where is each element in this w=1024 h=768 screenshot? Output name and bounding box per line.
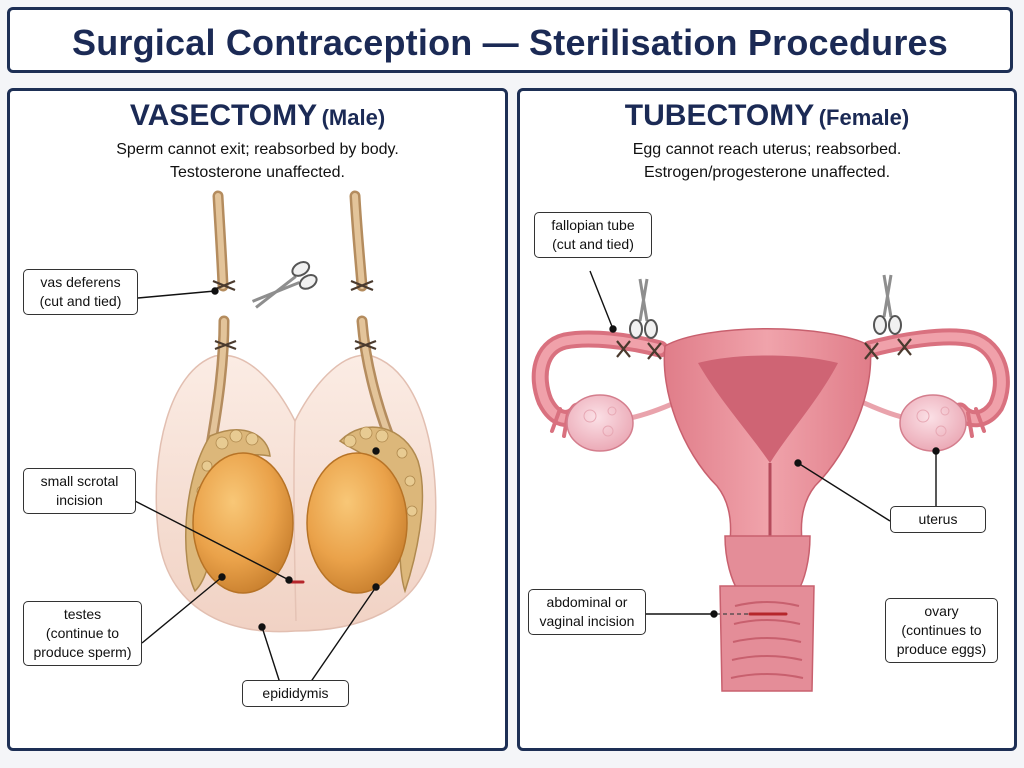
tubectomy-illustration — [531, 270, 1010, 692]
cervix — [724, 535, 811, 592]
vasectomy-desc-line2: Testosterone unaffected. — [170, 164, 345, 181]
label-vas-deferens: vas deferens (cut and tied) — [23, 269, 138, 315]
ovary-right — [899, 394, 967, 452]
vasectomy-heading: VASECTOMY (Male) — [10, 99, 505, 133]
tubectomy-panel: TUBECTOMY (Female) Egg cannot reach uter… — [517, 88, 1017, 751]
tubectomy-heading: TUBECTOMY (Female) — [520, 99, 1014, 133]
title-box: Surgical Contraception — Sterilisation P… — [7, 7, 1013, 73]
suture-tie-icon — [616, 338, 912, 360]
label-fallopian-tube: fallopian tube (cut and tied) — [534, 212, 652, 258]
testis-right — [306, 452, 408, 594]
scissors-icon — [251, 261, 318, 309]
vasectomy-illustration — [134, 190, 437, 684]
testis-left — [192, 452, 294, 594]
vasectomy-subtitle: (Male) — [321, 105, 386, 130]
label-uterus: uterus — [890, 506, 986, 533]
tubectomy-title: TUBECTOMY — [624, 99, 815, 132]
tubectomy-desc-line1: Egg cannot reach uterus; reabsorbed. — [632, 141, 902, 158]
vasectomy-title: VASECTOMY — [129, 99, 318, 132]
ovary-left — [566, 394, 634, 452]
label-testes: testes (continue to produce sperm) — [23, 601, 142, 666]
label-scrotal-incision: small scrotal incision — [23, 468, 136, 514]
label-ovary: ovary (continues to produce eggs) — [885, 598, 998, 663]
page-title: Surgical Contraception — Sterilisation P… — [72, 22, 948, 63]
tubectomy-desc-line2: Estrogen/progesterone unaffected. — [643, 164, 891, 181]
suture-tie-icon — [212, 279, 377, 351]
label-abdominal-incision: abdominal or vaginal incision — [528, 589, 646, 635]
vasectomy-desc-line1: Sperm cannot exit; reabsorbed by body. — [116, 141, 399, 158]
scissors-icon — [873, 274, 902, 335]
label-epididymis: epididymis — [242, 680, 349, 707]
vasectomy-panel: VASECTOMY (Male) Sperm cannot exit; reab… — [7, 88, 508, 751]
scissors-icon — [629, 278, 658, 339]
tubectomy-subtitle: (Female) — [818, 105, 910, 130]
